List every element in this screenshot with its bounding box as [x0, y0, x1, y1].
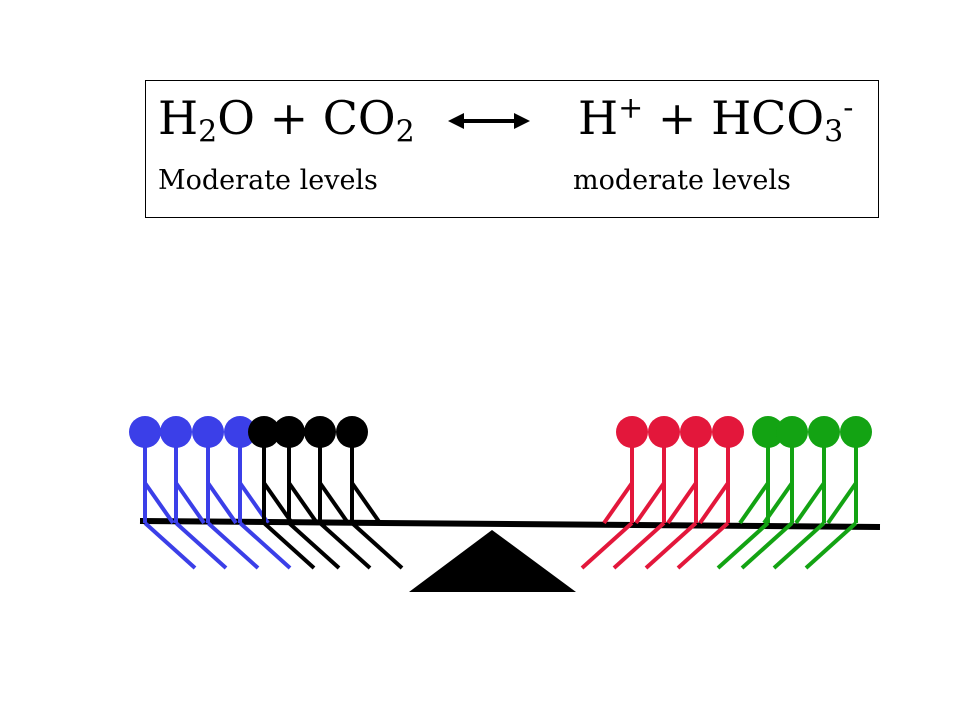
stick-figure-head: [129, 416, 161, 448]
stick-figure-head: [192, 416, 224, 448]
stick-figure-limb: [794, 481, 826, 525]
double-headed-arrow-icon: [448, 113, 530, 129]
stick-figure-limb: [698, 481, 730, 525]
stick-figure-limb: [644, 521, 698, 570]
stick-figure-limb: [580, 521, 634, 570]
stick-figure-limb: [634, 481, 666, 525]
stick-figure-left: [192, 416, 260, 570]
stick-figure-limb: [174, 521, 228, 570]
stick-figure-left: [273, 416, 341, 570]
stick-figure-limb: [143, 481, 175, 525]
stick-figure-head: [224, 416, 256, 448]
stick-figure-head: [776, 416, 808, 448]
stick-figure-limb: [762, 481, 794, 525]
stick-figure-head: [840, 416, 872, 448]
stick-figure-limb: [206, 521, 260, 570]
stick-figure-head: [752, 416, 784, 448]
stick-figure-limb: [174, 481, 206, 525]
stick-figure-right: [716, 416, 784, 570]
reactants-equation: H2O + CO2: [158, 91, 415, 150]
stick-figure-right: [676, 416, 744, 570]
stick-figure-head: [712, 416, 744, 448]
stick-figure-limb: [740, 521, 794, 570]
equation-box: H2O + CO2 H+ + HCO3- Moderate levels mod…: [145, 80, 879, 218]
stick-figure-limb: [318, 481, 350, 525]
stick-figure-right: [804, 416, 872, 570]
stick-figure-limb: [804, 521, 858, 570]
stick-figure-limb: [602, 481, 634, 525]
stick-figure-limb: [238, 521, 292, 570]
stick-figure-left: [304, 416, 372, 570]
stick-figure-limb: [716, 521, 770, 570]
stick-figure-head: [336, 416, 368, 448]
figures-layer: [129, 416, 872, 570]
fulcrum-triangle: [409, 530, 576, 592]
stick-figure-head: [248, 416, 280, 448]
products-level-label: moderate levels: [573, 165, 791, 196]
stick-figure-right: [580, 416, 648, 570]
stick-figure-right: [772, 416, 840, 570]
products-equation: H+ + HCO3-: [578, 90, 854, 150]
stick-figure-limb: [612, 521, 666, 570]
stick-figure-head: [304, 416, 336, 448]
stick-figure-head: [160, 416, 192, 448]
stick-figure-limb: [287, 521, 341, 570]
stick-figure-left: [129, 416, 197, 570]
stick-figure-right: [740, 416, 808, 570]
stick-figure-limb: [676, 521, 730, 570]
stick-figure-limb: [350, 521, 404, 570]
stick-figure-left: [160, 416, 228, 570]
stick-figure-limb: [666, 481, 698, 525]
stick-figure-limb: [826, 481, 858, 525]
stick-figure-head: [273, 416, 305, 448]
reactants-level-label: Moderate levels: [158, 165, 378, 196]
stick-figure-limb: [262, 521, 316, 570]
stick-figure-limb: [350, 481, 382, 525]
stick-figure-head: [616, 416, 648, 448]
stick-figure-head: [680, 416, 712, 448]
stick-figure-head: [808, 416, 840, 448]
stick-figure-head: [648, 416, 680, 448]
stick-figure-limb: [143, 521, 197, 570]
stick-figure-right: [612, 416, 680, 570]
stick-figure-limb: [772, 521, 826, 570]
stick-figure-limb: [738, 481, 770, 525]
stick-figure-right: [644, 416, 712, 570]
stick-figure-left: [336, 416, 404, 570]
stick-figure-limb: [318, 521, 372, 570]
stick-figure-limb: [206, 481, 238, 525]
stick-figure-limb: [287, 481, 319, 525]
